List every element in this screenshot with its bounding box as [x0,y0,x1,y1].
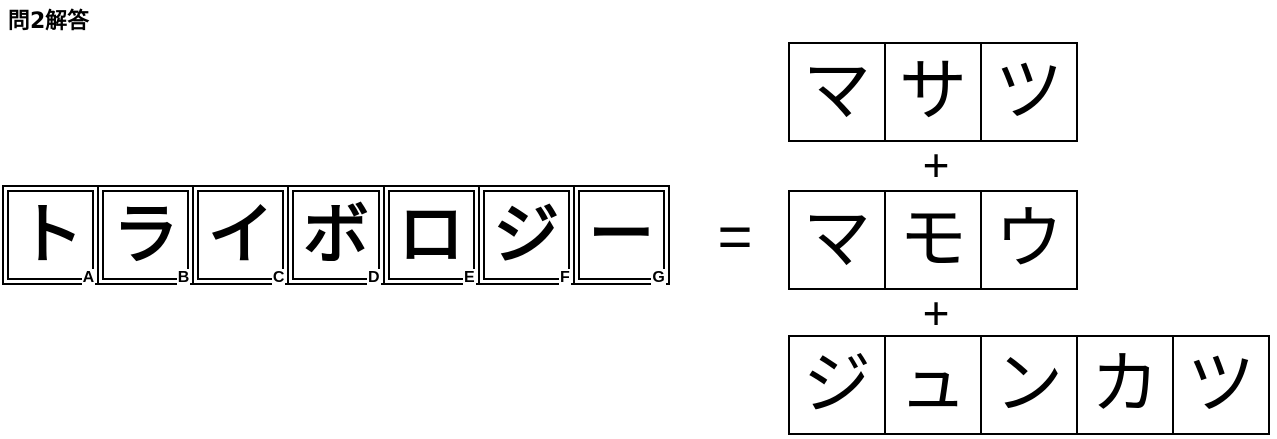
letter-box-d: ボ D [287,185,385,287]
answer-box: モ [884,190,982,290]
box-letter-label: E [462,269,476,287]
answer-box: カ [1076,335,1174,435]
letter-box-f: ジ F [477,185,575,287]
plus-sign: + [922,139,950,191]
box-character: イ [207,196,274,273]
box-character: ー [588,196,655,273]
answer-word-1: マ サ ツ [788,42,1078,142]
letter-box-e: ロ E [382,185,480,287]
letter-box-g: ー G [572,185,670,287]
box-character: ロ [398,196,465,273]
equals-sign: = [717,203,753,270]
answer-word-3: ジ ュ ン カ ツ [788,335,1270,435]
letter-box-c: イ C [192,185,290,287]
left-word: ト A ラ B イ C ボ D ロ E ジ F ー G [2,185,682,287]
box-letter-label: G [651,269,666,287]
answer-word-2: マ モ ウ [788,190,1078,290]
box-character: ジ [493,196,560,273]
box-letter-label: C [271,269,286,287]
letter-box-a: ト A [2,185,100,287]
letter-box-b: ラ B [97,185,195,287]
answer-box: サ [884,42,982,142]
plus-sign: + [922,287,950,339]
page-title: 問2解答 [8,9,90,34]
answer-box: ツ [1172,335,1270,435]
answer-box: ジ [788,335,886,435]
answer-box: ン [980,335,1078,435]
answer-box: ウ [980,190,1078,290]
box-character: ト [17,196,84,273]
box-character: ラ [112,196,179,273]
box-character: ボ [302,196,369,273]
box-letter-label: B [176,269,191,287]
box-letter-label: A [81,269,96,287]
answer-box: ツ [980,42,1078,142]
answer-box: マ [788,42,886,142]
answer-box: ュ [884,335,982,435]
box-letter-label: D [366,269,381,287]
answer-box: マ [788,190,886,290]
box-letter-label: F [558,269,571,287]
